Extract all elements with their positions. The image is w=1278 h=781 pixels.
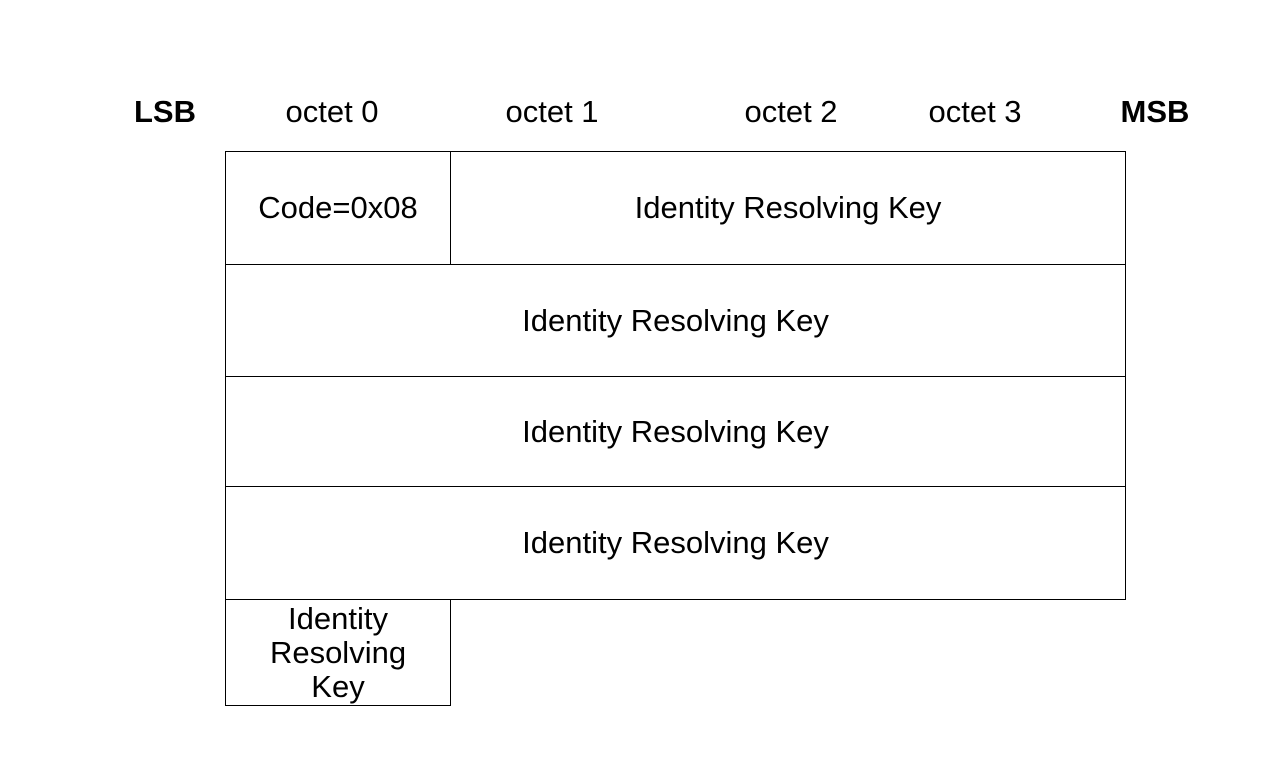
octet-1-label: octet 1 [505,94,599,129]
octet-3-label: octet 3 [928,94,1022,129]
identity-resolving-key-label-line: Key [311,668,365,704]
identity-resolving-key-field: Identity Resolving Key [225,264,1126,377]
identity-resolving-key-field-last-octet: Identity Resolving Key [225,599,451,706]
identity-resolving-key-label-line: Identity [288,600,388,636]
identity-resolving-key-field: Identity Resolving Key [225,486,1126,600]
identity-resolving-key-label: Identity Resolving Key [634,190,942,225]
identity-resolving-key-label: Identity Resolving Key [522,413,829,449]
octet-2-label: octet 2 [744,94,838,129]
identity-resolving-key-label: Identity Resolving Key [522,302,829,338]
identity-resolving-key-label: Identity Resolving Key [522,525,829,560]
identity-resolving-key-field: Identity Resolving Key [225,376,1126,487]
code-field: Code=0x08 [225,151,451,265]
msb-label: MSB [1120,94,1190,129]
octet-0-label: octet 0 [285,94,379,129]
lsb-label: LSB [134,94,196,129]
identity-resolving-key-field: Identity Resolving Key [450,151,1126,265]
identity-resolving-key-label-line: Resolving [269,634,407,670]
code-field-label: Code=0x08 [258,190,418,225]
